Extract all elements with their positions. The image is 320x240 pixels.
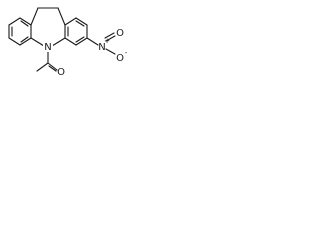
acetyl-oxygen-atom: O [57, 67, 65, 78]
right-benzene-ring [64, 17, 88, 46]
ring-nitrogen-atom: N [43, 41, 53, 53]
acetyl-oxygen-label: O [57, 67, 65, 78]
nitro-oxygen-bottom-atom: O - [116, 49, 128, 64]
nitro-negative-charge: - [125, 49, 128, 57]
azepine-ring [30, 7, 66, 47]
structural-formula: N O N + O O - [8, 7, 128, 78]
nitro-group-bonds [86, 32, 116, 55]
nitro-oxygen-top-atom: O [116, 28, 124, 39]
nitro-oxygen-top-label: O [116, 28, 124, 39]
nitro-positive-charge: + [104, 37, 110, 45]
nitro-nitrogen-atom: N + [98, 37, 110, 53]
nitro-nitrogen-label: N [98, 42, 105, 53]
nitro-oxygen-bottom-label: O [116, 53, 124, 64]
acetyl-group [36, 51, 58, 72]
left-benzene-ring [8, 17, 32, 46]
ring-nitrogen-label: N [44, 42, 51, 53]
